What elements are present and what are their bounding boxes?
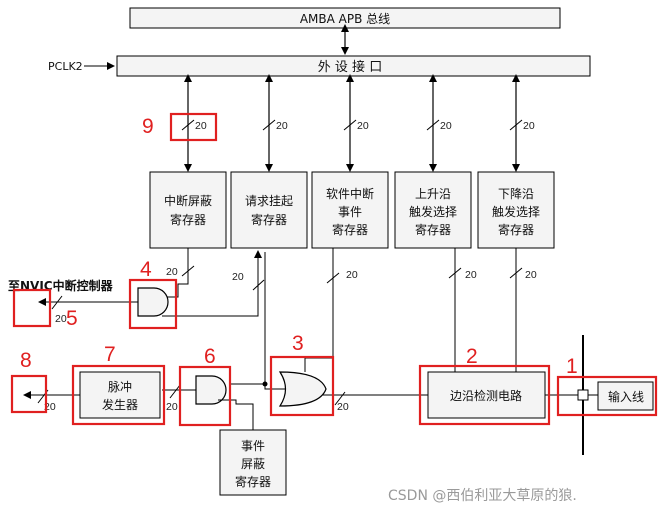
watermark: CSDN @西伯利亚大草原的狼. xyxy=(388,488,577,504)
marker-7: 7 xyxy=(104,343,116,366)
event-output: 20 xyxy=(23,389,80,413)
event-mask-register: 事件 屏蔽 寄存器 xyxy=(219,429,287,496)
interrupt-mask-register: 中断屏蔽 寄存器 xyxy=(149,171,227,249)
marker-5: 5 xyxy=(66,307,78,330)
highlight-1 xyxy=(556,375,658,417)
svg-text:上升沿: 上升沿 xyxy=(415,187,451,201)
trigger-to-edge-wires: 20 20 xyxy=(448,248,537,372)
highlight-6 xyxy=(178,365,232,427)
marker-3: 3 xyxy=(292,332,304,355)
highlight-9 xyxy=(169,112,218,142)
highlight-boxes xyxy=(10,112,658,427)
edge-detect-circuit: 边沿检测电路 xyxy=(427,371,546,419)
svg-text:20: 20 xyxy=(465,269,477,281)
falling-trigger-register: 下降沿 触发选择 寄存器 xyxy=(477,171,555,249)
pending-request-register: 请求挂起 寄存器 xyxy=(230,171,308,249)
marker-2: 2 xyxy=(466,345,478,368)
svg-text:触发选择: 触发选择 xyxy=(492,204,540,219)
int-mask-to-and-wire: 20 xyxy=(162,248,195,298)
svg-text:边沿检测电路: 边沿检测电路 xyxy=(450,388,522,403)
pending-wires: 20 xyxy=(162,250,265,317)
svg-text:20: 20 xyxy=(166,401,178,413)
highlight-7 xyxy=(71,364,166,426)
event-and-gate xyxy=(195,375,227,405)
svg-text:寄存器: 寄存器 xyxy=(415,222,451,237)
svg-text:寄存器: 寄存器 xyxy=(170,212,206,227)
marker-9: 9 xyxy=(142,115,154,138)
svg-text:触发选择: 触发选择 xyxy=(409,204,457,219)
svg-text:请求挂起: 请求挂起 xyxy=(245,194,293,208)
svg-text:20: 20 xyxy=(357,120,369,132)
marker-1: 1 xyxy=(566,355,578,378)
svg-text:寄存器: 寄存器 xyxy=(251,212,287,227)
edge-to-or-wire: 20 xyxy=(322,391,428,413)
svg-text:20: 20 xyxy=(276,120,288,132)
or-gate xyxy=(278,371,327,407)
svg-text:中断屏蔽: 中断屏蔽 xyxy=(164,193,212,208)
nvic-output: 20 xyxy=(38,295,138,325)
svg-text:脉冲: 脉冲 xyxy=(108,379,132,394)
svg-text:20: 20 xyxy=(525,269,537,281)
marker-8: 8 xyxy=(20,349,32,372)
nvic-and-gate xyxy=(137,287,169,317)
highlight-2 xyxy=(418,364,551,426)
highlight-3 xyxy=(269,355,335,417)
amba-apb-bus: AMBA APB 总线 xyxy=(129,7,561,29)
bus-label: AMBA APB 总线 xyxy=(300,12,390,26)
pulse-generator: 脉冲 发生器 xyxy=(79,371,161,419)
input-line: 输入线 xyxy=(545,335,654,455)
svg-text:寄存器: 寄存器 xyxy=(332,222,368,237)
pclk2-label: PCLK2 xyxy=(48,60,83,73)
svg-text:20: 20 xyxy=(346,269,358,281)
svg-text:下降沿: 下降沿 xyxy=(498,187,534,201)
marker-6: 6 xyxy=(204,345,216,368)
svg-text:屏蔽: 屏蔽 xyxy=(241,457,265,471)
svg-text:20: 20 xyxy=(337,401,349,413)
svg-text:软件中断: 软件中断 xyxy=(326,186,374,201)
register-bus-arrows xyxy=(184,74,520,172)
svg-text:寄存器: 寄存器 xyxy=(498,222,534,237)
svg-text:20: 20 xyxy=(44,401,56,413)
marker-4: 4 xyxy=(140,258,152,281)
svg-text:20: 20 xyxy=(55,313,67,325)
software-interrupt-event-register: 软件中断 事件 寄存器 xyxy=(311,171,389,249)
highlight-5 xyxy=(12,288,52,328)
peripheral-interface: 外 设 接 口 xyxy=(116,55,591,77)
svg-text:20: 20 xyxy=(232,271,244,283)
svg-text:事件: 事件 xyxy=(338,205,362,219)
svg-text:20: 20 xyxy=(195,120,207,132)
rising-trigger-register: 上升沿 触发选择 寄存器 xyxy=(394,171,472,249)
highlight-4 xyxy=(128,278,178,330)
svg-text:20: 20 xyxy=(440,120,452,132)
svg-text:事件: 事件 xyxy=(241,439,265,453)
bus-width-marks-top: 20 20 20 20 20 xyxy=(181,119,535,132)
svg-text:寄存器: 寄存器 xyxy=(235,474,271,489)
svg-text:输入线: 输入线 xyxy=(608,389,644,404)
highlight-8 xyxy=(10,374,48,414)
soft-int-to-or-wire: 20 xyxy=(304,248,358,372)
interface-label: 外 设 接 口 xyxy=(318,59,382,75)
svg-text:20: 20 xyxy=(523,120,535,132)
svg-text:20: 20 xyxy=(166,266,178,278)
svg-text:发生器: 发生器 xyxy=(102,397,138,412)
or-output-wires xyxy=(230,252,285,390)
marker-numbers: 9 4 5 3 2 1 6 7 8 xyxy=(20,115,578,378)
